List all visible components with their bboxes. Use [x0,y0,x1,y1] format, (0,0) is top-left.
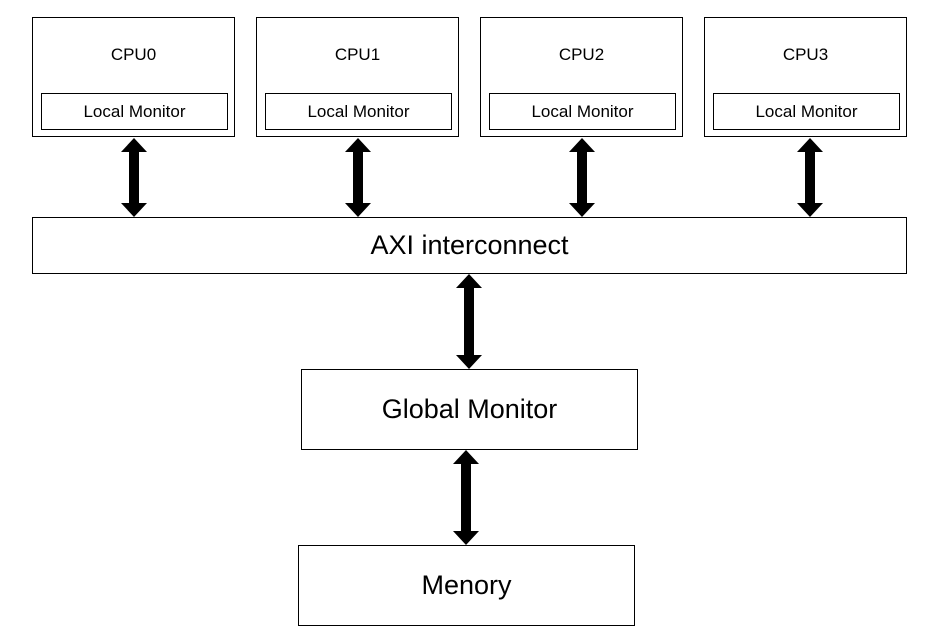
global-monitor-memory-arrow [453,450,479,545]
axi-interconnect-box: AXI interconnect [32,217,907,274]
global-monitor-label: Global Monitor [381,394,558,424]
memory-box: Menory [298,545,635,626]
cpu3-title: CPU3 [782,45,829,64]
cpu2-title: CPU2 [558,45,605,64]
cpu2-local-monitor: Local Monitor [489,93,676,130]
cpu0-box: CPU0 Local Monitor [32,17,235,137]
cpu1-box: CPU1 Local Monitor [256,17,459,137]
cpu3-axi-arrow [797,138,823,217]
cpu0-axi-arrow [121,138,147,217]
axi-interconnect-label: AXI interconnect [370,230,569,260]
cpu2-axi-arrow [569,138,595,217]
cpu1-title: CPU1 [334,45,381,64]
cpu3-local-monitor: Local Monitor [713,93,900,130]
cpu1-local-monitor: Local Monitor [265,93,452,130]
axi-global-monitor-arrow [456,274,482,369]
cpu0-title: CPU0 [110,45,157,64]
memory-label: Menory [421,570,512,600]
cpu0-local-monitor: Local Monitor [41,93,228,130]
cpu3-box: CPU3 Local Monitor [704,17,907,137]
cpu2-box: CPU2 Local Monitor [480,17,683,137]
cpu1-axi-arrow [345,138,371,217]
global-monitor-box: Global Monitor [301,369,638,450]
